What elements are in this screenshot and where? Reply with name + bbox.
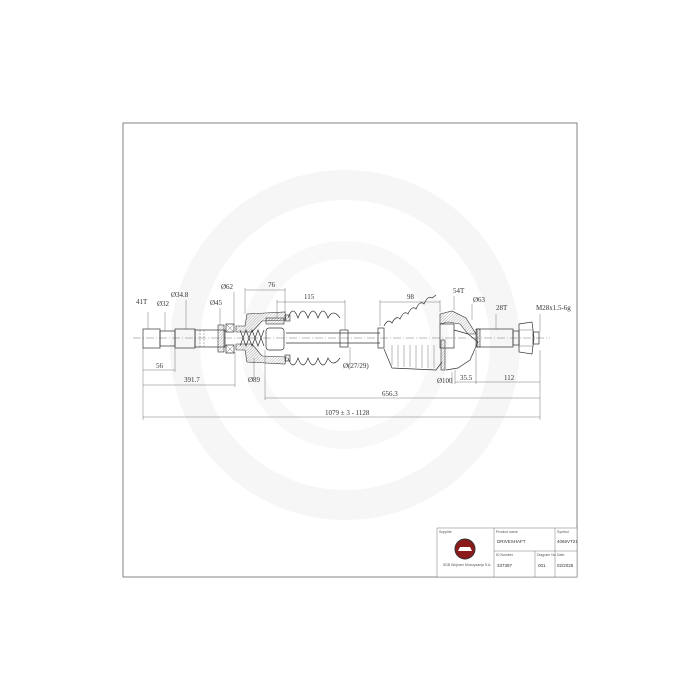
id-label: ID Number	[496, 553, 514, 557]
date-label: Date	[557, 553, 564, 557]
date-value: 02/2025	[557, 563, 574, 568]
shaft-geometry	[142, 294, 540, 371]
dim-391-7: 391.7	[184, 376, 200, 384]
dimension-labels: 41T Ø32 Ø34.8 Ø45 Ø62 76 115 56 391.7 Ø8…	[136, 281, 571, 417]
dim-dia-32: Ø32	[157, 300, 170, 308]
symbol-label: Symbol	[557, 530, 569, 534]
dim-dia-45: Ø45	[210, 299, 223, 307]
diagram-label: Diagram No.	[537, 553, 557, 557]
dim-115: 115	[304, 293, 315, 301]
product-value: DRIVESHAFT	[497, 539, 526, 544]
dim-dia-27-29: Ø(27/29)	[343, 362, 369, 370]
dim-thread: M28x1.5-6g	[536, 304, 571, 312]
dim-dia-63: Ø63	[473, 296, 486, 304]
dim-dia-100: Ø100	[437, 377, 453, 385]
product-label: Product name	[496, 530, 518, 534]
dim-total-length: 1079 ± 3 - 1128	[325, 409, 370, 417]
symbol-value: 4066VT21	[557, 539, 578, 544]
dim-dia-89: Ø89	[248, 376, 261, 384]
title-block: Supplier SDB Wojnarz Motoryzacja S.A. Pr…	[436, 527, 578, 578]
diagram-value: 001	[538, 563, 546, 568]
dim-28t: 28T	[496, 304, 508, 312]
dim-41t: 41T	[136, 298, 148, 306]
id-value: 337397	[497, 563, 513, 568]
dim-54t: 54T	[453, 287, 465, 295]
dim-56: 56	[156, 362, 164, 370]
drawing-frame	[122, 122, 578, 578]
supplier-label: Supplier	[439, 530, 453, 534]
dim-dia-62: Ø62	[221, 283, 234, 291]
dim-656-3: 656.3	[382, 390, 398, 398]
dim-76: 76	[268, 281, 276, 289]
supplier-text: SDB Wojnarz Motoryzacja S.A.	[443, 563, 491, 567]
dim-98: 98	[407, 293, 415, 301]
dim-112: 112	[504, 374, 515, 382]
dim-dia-34-8: Ø34.8	[171, 291, 189, 299]
dim-35-5: 35.5	[460, 374, 473, 382]
dimension-lines	[142, 288, 541, 420]
